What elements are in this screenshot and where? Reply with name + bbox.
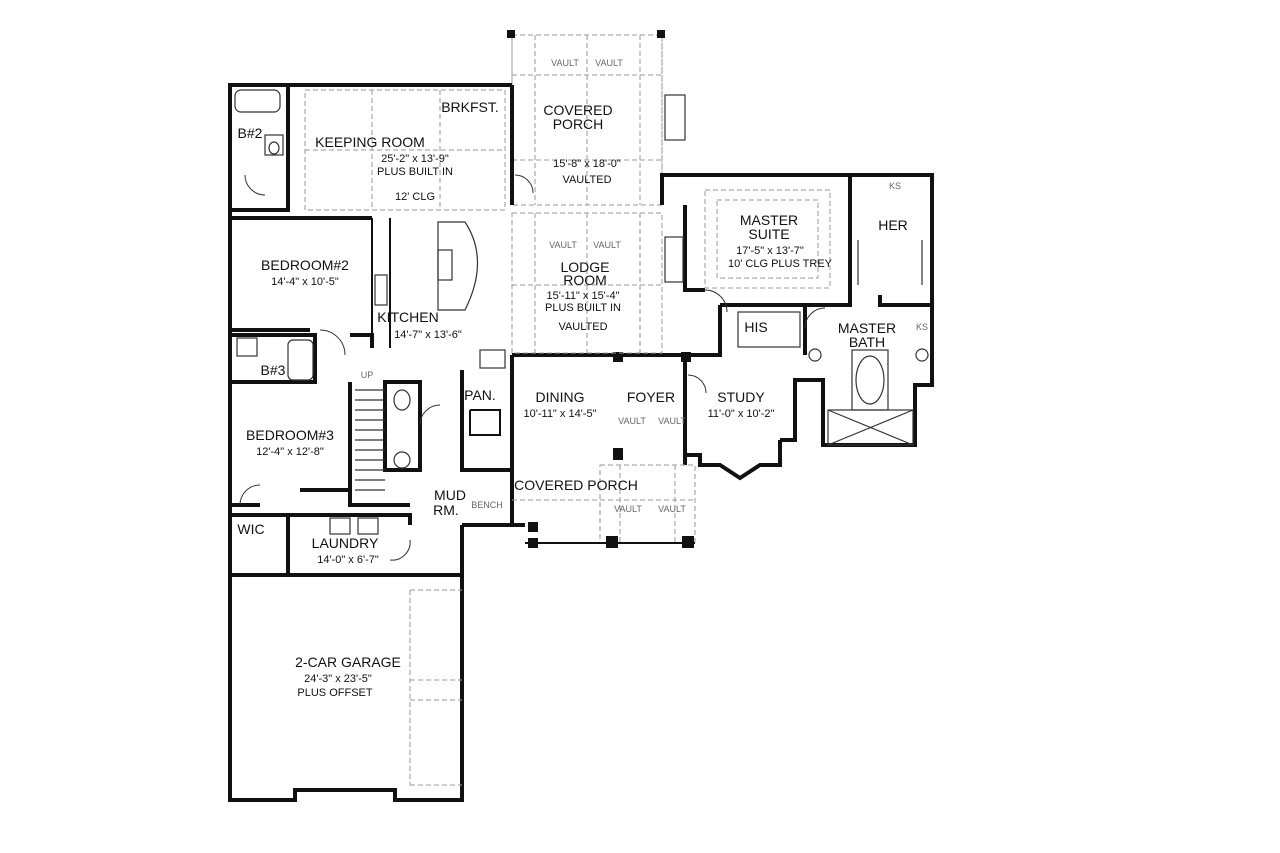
keeping-room-name: KEEPING ROOM xyxy=(315,134,425,150)
lodge-room-note: PLUS BUILT IN xyxy=(545,302,621,314)
master-bath-name2: BATH xyxy=(849,334,885,350)
ks-label-2: KS xyxy=(916,322,928,332)
lodge-room-dims: 15'-11" x 15'-4" xyxy=(547,290,620,302)
door-swings xyxy=(239,174,826,561)
dining-dims: 10'-11" x 14'-5" xyxy=(524,408,597,420)
mud-room-name2: RM. xyxy=(433,502,459,518)
her-closet-name: HER xyxy=(878,217,908,233)
lodge-room-name1: LODGE xyxy=(560,259,609,275)
master-bath-name1: MASTER xyxy=(838,320,896,336)
garage-note: PLUS OFFSET xyxy=(297,687,372,699)
vault-label-5: VAULT xyxy=(618,416,646,426)
ceiling-lines xyxy=(304,89,831,786)
front-porch-posts xyxy=(525,522,695,548)
bedroom2-dims: 14'-4" x 10'-5" xyxy=(271,276,339,288)
stairs-up-label: UP xyxy=(361,370,374,380)
master-suite-name2: SUITE xyxy=(748,226,789,242)
vault-label-2: VAULT xyxy=(595,58,623,68)
mud-room-name1: MUD xyxy=(434,487,466,503)
rear-porch-name2: PORCH xyxy=(553,116,604,132)
kitchen-name: KITCHEN xyxy=(377,309,438,325)
kitchen-dims: 14'-7" x 13'-6" xyxy=(394,329,462,341)
bench-label: BENCH xyxy=(471,500,503,510)
pantry-name: PAN. xyxy=(464,387,496,403)
fixtures xyxy=(234,89,929,535)
room-labels: KEEPING ROOM 25'-2" x 13'-9" PLUS BUILT … xyxy=(237,58,928,699)
dining-name: DINING xyxy=(536,389,585,405)
laundry-name: LAUNDRY xyxy=(312,535,379,551)
keeping-room-dims: 25'-2" x 13'-9" xyxy=(381,153,449,165)
master-suite-name1: MASTER xyxy=(740,212,798,228)
bedroom2-name: BEDROOM#2 xyxy=(261,257,349,273)
vault-label-8: VAULT xyxy=(658,504,686,514)
rear-porch-name1: COVERED xyxy=(543,102,612,118)
bedroom3-dims: 12'-4" x 12'-8" xyxy=(256,446,324,458)
keeping-room-note: PLUS BUILT IN xyxy=(377,166,453,178)
study-name: STUDY xyxy=(717,389,765,405)
wic-name: WIC xyxy=(237,521,264,537)
vault-label-1: VAULT xyxy=(551,58,579,68)
front-porch-name: COVERED PORCH xyxy=(514,477,638,493)
lodge-room-name2: ROOM xyxy=(563,272,607,288)
rear-porch-ceiling: VAULTED xyxy=(562,174,611,186)
his-closet-name: HIS xyxy=(744,319,767,335)
laundry-dims: 14'-0" x 6'-7" xyxy=(317,554,379,566)
b3-name: B#3 xyxy=(261,362,286,378)
vault-label-3: VAULT xyxy=(549,240,577,250)
vault-label-4: VAULT xyxy=(593,240,621,250)
rear-porch-dims: 15'-8" x 18'-0" xyxy=(553,158,621,170)
foyer-name: FOYER xyxy=(627,389,675,405)
master-suite-dims: 17'-5" x 13'-7" xyxy=(736,245,804,257)
bedroom3-name: BEDROOM#3 xyxy=(246,427,334,443)
study-dims: 11'-0" x 10'-2" xyxy=(708,408,775,420)
garage-dims: 24'-3" x 23'-5" xyxy=(304,673,372,685)
stairs xyxy=(355,389,385,491)
b2-name: B#2 xyxy=(238,125,263,141)
brkfst-name: BRKFST. xyxy=(441,99,499,115)
exterior-walls xyxy=(228,83,934,802)
master-suite-ceiling: 10' CLG PLUS TREY xyxy=(728,258,833,270)
ks-label-1: KS xyxy=(889,181,901,191)
rear-porch-outline xyxy=(507,30,665,206)
keeping-room-ceiling: 12' CLG xyxy=(395,191,435,203)
lodge-room-ceiling: VAULTED xyxy=(558,321,607,333)
garage-name: 2-CAR GARAGE xyxy=(295,654,401,670)
vault-label-6: VAULT xyxy=(658,416,686,426)
vault-label-7: VAULT xyxy=(614,504,642,514)
